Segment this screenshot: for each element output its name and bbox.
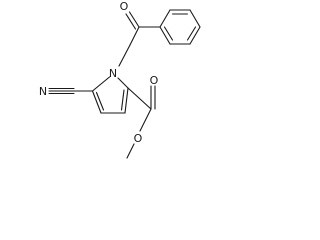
bond-c2-n1 — [117, 77, 129, 89]
bond-c5-c4 — [91, 90, 102, 114]
bond-c3-c2-inner — [120, 89, 125, 111]
atom-o-ester-carbonyl: O — [150, 74, 159, 87]
bond-ph-1 — [159, 9, 171, 28]
bond-c3-c2 — [124, 87, 129, 114]
molecule-drawing: N N O O O — [39, 0, 201, 159]
bond-ph-4 — [189, 26, 201, 45]
bond-ph-4-inner — [186, 26, 197, 41]
bond-ch2-co — [129, 26, 140, 46]
bond-n1-ch2 — [118, 44, 131, 67]
bond-c2-cester — [127, 87, 152, 110]
bond-ph-3 — [189, 9, 201, 28]
bond-o-ether-ch3 — [126, 143, 135, 159]
bond-c5-c4-inner — [95, 91, 105, 111]
bond-lines — [48, 9, 201, 159]
bond-ph-6-inner — [163, 26, 174, 41]
bond-co-o-double — [125, 13, 137, 30]
atom-o-ketone: O — [120, 0, 129, 13]
bond-co-o — [128, 11, 140, 28]
atom-n-ring: N — [109, 67, 117, 80]
atom-o-ester-ether: O — [134, 132, 143, 145]
atom-n-nitrile: N — [39, 85, 47, 98]
structure-canvas: N N O O O — [39, 0, 201, 159]
bond-ph-6 — [159, 26, 171, 45]
bond-n1-c5 — [91, 76, 111, 92]
bond-cester-o-ether — [139, 108, 152, 132]
atom-labels: N N O O O — [39, 0, 159, 145]
